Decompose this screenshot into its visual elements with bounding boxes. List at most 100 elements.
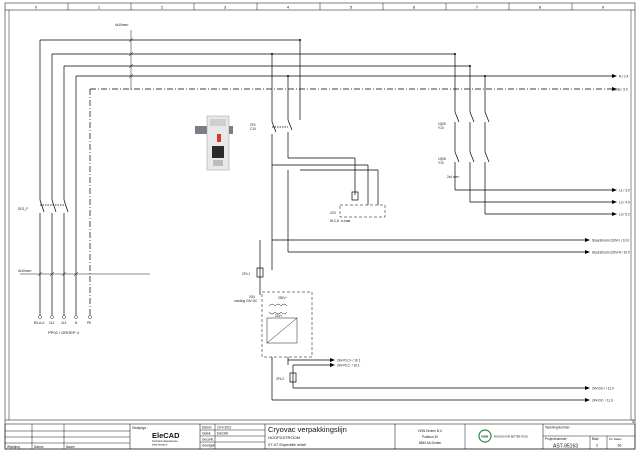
revision-name-header: Naam bbox=[66, 445, 75, 449]
right-breaker-contacts bbox=[454, 111, 490, 163]
terminal-label: B3-A-U bbox=[34, 321, 45, 325]
terminal-labels: B3-A-U 2L2 2L3 N PE bbox=[34, 321, 91, 325]
terminal-label: 2L2 bbox=[49, 321, 55, 325]
column-number: 0 bbox=[35, 5, 38, 10]
column-number: 7 bbox=[476, 5, 479, 10]
output-arrows bbox=[330, 74, 617, 402]
drawing-subtitle1: HOOFDSTROOM bbox=[268, 435, 300, 440]
getekend-label: Getek. bbox=[202, 432, 212, 436]
output-label: L1 / 3.0 bbox=[619, 189, 630, 193]
drawing-subtitle2: 07-07 Expeditie retail bbox=[268, 442, 306, 447]
column-number: 1 bbox=[98, 5, 101, 10]
breaker-main-rating: C10 bbox=[250, 127, 256, 131]
psu-box bbox=[261, 291, 313, 358]
column-number: 5 bbox=[350, 5, 353, 10]
column-number: 9 bbox=[602, 5, 605, 10]
socket-box bbox=[339, 204, 386, 218]
control-lines bbox=[259, 170, 585, 295]
column-number: 4 bbox=[287, 5, 290, 10]
cable-ticks-top bbox=[128, 37, 134, 79]
disconnect-switch bbox=[39, 199, 69, 213]
projectnummer-label: Projectnummer : bbox=[545, 437, 568, 441]
client-slogan: PASSION FOR BETTER FOOD bbox=[494, 436, 528, 439]
blad-value: 2 bbox=[596, 443, 599, 448]
breaker-photo bbox=[195, 115, 233, 171]
fuse-label: 2F4.1 bbox=[242, 272, 250, 276]
column-numbers: 0 1 2 3 4 5 6 7 8 9 bbox=[35, 5, 605, 10]
breaker-main bbox=[271, 40, 301, 270]
breaker-right-label: 1Q06 bbox=[438, 157, 446, 161]
client-logo-text: VION bbox=[481, 435, 488, 439]
gewijzigd-label: Gewijzigd : bbox=[132, 426, 148, 430]
elecad-logo: EleCAD bbox=[152, 431, 180, 440]
breaker-right-label: 1Q05 bbox=[438, 122, 446, 126]
terminal-label: N bbox=[75, 321, 78, 325]
totaal-label: Tot. bladen bbox=[609, 437, 622, 441]
socket-caption: W.C.D. in kast bbox=[330, 219, 350, 223]
column-number: 3 bbox=[224, 5, 227, 10]
revision-date-header: Datum bbox=[34, 445, 44, 449]
socket-label: 2X3 bbox=[330, 211, 336, 215]
company-name: VION Druten B.V. bbox=[418, 429, 443, 433]
breaker-main-label: 2F4 bbox=[250, 123, 256, 127]
psu-sub: voeding 24V DC bbox=[234, 299, 258, 303]
fuse-symbol bbox=[256, 267, 264, 278]
elecad-sub1: Technisch adviesbureau bbox=[152, 440, 178, 443]
revision-header: Wijziging bbox=[7, 445, 20, 449]
output-label: L3 / 5.0 bbox=[619, 213, 630, 217]
drawing-title: Cryovac verpakkingslijn bbox=[268, 425, 347, 434]
company-address1: Postbus 30 bbox=[422, 435, 438, 439]
terminal-label: 2L3 bbox=[61, 321, 67, 325]
cable-label-bottom: 4x10mm² bbox=[18, 269, 31, 273]
elecad-sub2: www.elecad.nl bbox=[152, 444, 168, 447]
output-label: Aarde / 3.0 bbox=[612, 88, 628, 92]
terminal-circles bbox=[38, 315, 92, 319]
goedgekeurd-label: Goedgek. bbox=[202, 444, 216, 448]
totaal-value: 16 bbox=[617, 443, 622, 448]
project-number: AST-95163 bbox=[553, 444, 578, 450]
output-label: 24V-PLC- / 10.1 bbox=[337, 364, 360, 368]
output-label: 24V-DC+ / 11.0 bbox=[592, 387, 614, 391]
client-logo-icon bbox=[478, 429, 492, 443]
junction-dots bbox=[287, 39, 486, 77]
fuse2-symbol bbox=[289, 372, 297, 383]
output-label: 24V-DC- / 11.0 bbox=[592, 399, 613, 403]
terminal-label: PE bbox=[87, 321, 91, 325]
column-number: 6 bbox=[413, 5, 416, 10]
socket-branch bbox=[272, 157, 379, 205]
getekend-value: EleCAD bbox=[217, 432, 229, 436]
disconnect-label: DG1_F bbox=[18, 207, 28, 211]
cable-label-lower: 2x4 mm² bbox=[447, 175, 459, 179]
column-number: 2 bbox=[161, 5, 164, 10]
right-feeder-lines bbox=[454, 54, 612, 215]
company-address2: 6650 AA Druten bbox=[419, 441, 442, 445]
feeder-lines-left bbox=[39, 40, 77, 315]
column-dividers bbox=[67, 3, 573, 10]
output-label: Stuurstroom 230V-N / 10.0 bbox=[592, 251, 630, 255]
datum-value: 19-9-2011 bbox=[217, 426, 232, 430]
gecontroleerd-label: Gecontr. bbox=[202, 438, 214, 442]
blad-label: Blad bbox=[592, 437, 599, 441]
output-label: Stuurstroom 230V-L / 10.0 bbox=[592, 239, 629, 243]
breaker-right-rating: Y10 bbox=[438, 161, 444, 165]
socket-fuse-symbol bbox=[351, 191, 359, 201]
cable-label-top: 4x10mm² bbox=[115, 23, 128, 27]
row-number: 3 bbox=[632, 419, 635, 424]
sheet-frame bbox=[4, 2, 636, 450]
column-number: 8 bbox=[539, 5, 542, 10]
psu-output: 24V= bbox=[275, 314, 283, 318]
output-label: L2 / 4.0 bbox=[619, 201, 630, 205]
junction-dot bbox=[271, 53, 273, 55]
psu-label: 2G4 bbox=[249, 295, 255, 299]
psu-input: 230V~ bbox=[278, 296, 287, 300]
main-busbars bbox=[40, 39, 612, 77]
psu-symbol bbox=[266, 303, 298, 344]
output-label: 24V-PLC+ / 10.1 bbox=[337, 359, 361, 363]
cable-ticks-bottom bbox=[37, 271, 79, 277]
dc-lines bbox=[271, 357, 585, 401]
fuse2-label: 2F4.2 bbox=[276, 377, 284, 381]
breaker-right-rating: Y10 bbox=[438, 126, 444, 130]
title-block bbox=[4, 423, 636, 450]
